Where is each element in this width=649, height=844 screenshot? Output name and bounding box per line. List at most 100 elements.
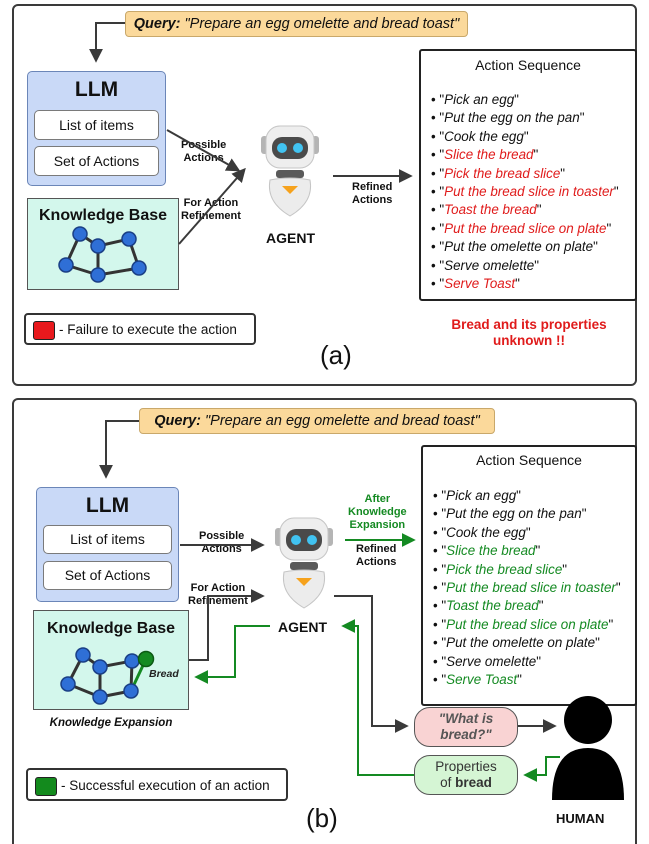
arrow-kb-to-agent-a [178,167,246,245]
kb-nodes-a [58,226,147,283]
action-item: • "Put the bread slice in toaster" [431,183,619,199]
action-item: • "Pick an egg" [431,92,519,107]
label-for-action-refinement: For Action Refinement [181,197,241,222]
query-text: "Prepare an egg omelette and bread toast… [205,413,480,429]
llm-box-b: LLM List of items Set of Actions [36,487,179,602]
llm-item-set-of-actions: Set of Actions [43,561,172,590]
action-item: • "Put the omelette on plate" [433,635,600,651]
action-text: Cook the egg [444,128,524,144]
action-sequence-title: Action Sequence [476,452,582,468]
robot-icon-a [260,125,320,217]
action-item: • "Cook the egg" [431,128,529,144]
action-item: • "Pick an egg" [433,488,521,503]
action-text: Put the bread slice on plate [444,220,607,236]
action-item: • "Put the bread slice on plate" [431,220,612,236]
query-label: Query: [133,16,181,32]
kb-title: Knowledge Base [38,207,168,224]
legend-b: - Successful execution of an action [26,768,288,801]
action-item: • "Put the bread slice on plate" [433,616,614,632]
label-after-expansion: After Knowledge Expansion [348,493,407,531]
llm-item-list-of-items: List of items [43,525,172,554]
action-item: • "Pick the bread slice" [433,561,568,577]
answer-bubble: Properties of bread [414,755,518,795]
action-text: Put the bread slice in toaster [444,183,614,199]
legend-swatch-fail [33,321,55,340]
action-text: Toast the bread [446,598,539,614]
action-item: • "Put the egg on the pan" [433,506,587,522]
action-text: Cook the egg [446,524,526,540]
action-text: Slice the bread [446,543,536,559]
action-text: Serve Toast [446,671,518,687]
action-sequence-title: Action Sequence [475,57,581,73]
kb-caption: Knowledge Expansion [49,717,173,729]
action-text: Toast the bread [444,202,537,218]
agent-label: AGENT [266,230,315,246]
action-text: Pick an egg [444,92,515,107]
answer-line1: Properties [435,759,497,774]
robot-icon-b [274,517,334,609]
arrow-human-to-answer [523,756,560,782]
legend-text: - Failure to execute the action [59,322,237,337]
answer-prefix: of [440,775,456,790]
action-text: Slice the bread [444,147,534,163]
action-list: • "Pick an egg" • "Put the egg on the pan… [431,91,619,293]
action-item: • "Slice the bread" [431,147,539,163]
action-text: Pick the bread slice [444,165,561,181]
human-label: HUMAN [556,811,605,826]
kb-title: Knowledge Base [46,620,176,637]
arrow-query-to-llm-b [99,420,139,479]
query-text: "Prepare an egg omelette and bread toast… [184,16,460,32]
action-text: Pick an egg [446,488,517,503]
llm-item-set-of-actions: Set of Actions [34,146,159,176]
caption-a: (a) [320,340,352,370]
label-refined-actions: Refined Actions [352,181,393,206]
kb-node-bread [137,650,155,668]
label-for-action-refinement: For Action Refinement [188,582,248,607]
arrow-agent-to-question [334,595,409,733]
query-box-b: Query: "Prepare an egg omelette and brea… [139,408,495,434]
action-sequence-b: Action Sequence • "Pick an egg" • "Put th… [421,445,637,706]
action-item: • "Pick the bread slice" [431,165,566,181]
action-item: • "Put the omelette on plate" [431,239,598,255]
question-text: "What is bread?" [438,711,494,742]
arrow-query-to-llm-a [89,22,125,63]
label-possible-actions: Possible Actions [181,139,227,164]
query-box-a: Query: "Prepare an egg omelette and brea… [125,11,468,37]
action-text: Put the egg on the pan [444,110,580,126]
warning-text: Bread and its properties unknown !! [451,317,607,348]
action-text: Put the bread slice on plate [446,616,609,632]
action-text: Put the omelette on plate [446,635,596,651]
llm-item-list-of-items: List of items [34,110,159,140]
legend-text: - Successful execution of an action [61,778,270,793]
action-text: Put the bread slice in toaster [446,579,616,595]
llm-title: LLM [74,78,119,101]
legend-a: - Failure to execute the action [24,313,256,345]
action-text: Serve omelette [446,653,537,669]
legend-swatch-success [35,777,57,796]
action-item: • "Serve omelette" [433,653,541,669]
knowledge-base-b: Knowledge Base [33,610,189,710]
action-item: • "Put the egg on the pan" [431,110,585,126]
action-item: • "Slice the bread" [433,543,541,559]
human-icon [552,696,624,800]
action-item: • "Cook the egg" [433,524,531,540]
caption-b: (b) [306,803,338,833]
action-item: • "Toast the bread" [433,598,544,614]
llm-title: LLM [85,494,130,517]
action-item: • "Put the bread slice in toaster" [433,579,621,595]
arrow-kb-to-agent-b [189,589,265,661]
action-item: • "Toast the bread" [431,202,542,218]
action-sequence-a: Action Sequence • "Pick an egg" • "Put th… [419,49,637,301]
action-text: Put the omelette on plate [444,239,594,255]
arrow-agent-to-kb [194,625,270,684]
arrow-answer-to-agent [341,619,414,776]
arrow-llm-to-agent-a [166,129,241,172]
kb-nodes-b [60,647,140,705]
action-text: Serve Toast [444,275,516,291]
action-text: Put the egg on the pan [446,506,582,522]
action-text: Serve omelette [444,257,535,273]
action-text: Pick the bread slice [446,561,563,577]
label-refined-actions: Refined Actions [356,543,397,568]
question-bubble: "What is bread?" [414,707,518,747]
